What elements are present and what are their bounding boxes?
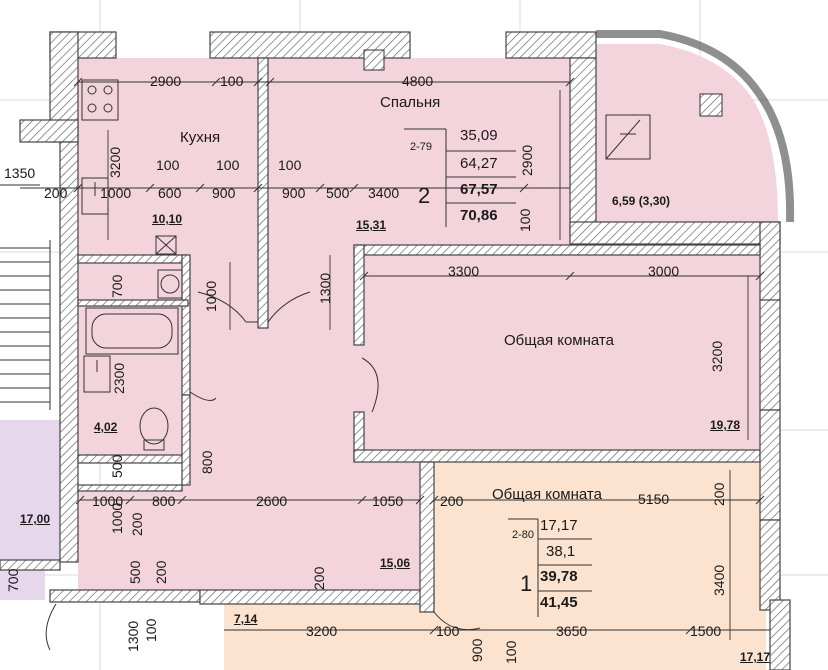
apartment2-fill: [78, 58, 760, 595]
dim-100-bottom2: 100: [436, 623, 460, 639]
dim-1350: 1350: [4, 165, 36, 181]
apartment1-fill: [434, 462, 766, 670]
dim-2900-top: 2900: [150, 73, 182, 89]
dim-500-a: 500: [326, 185, 350, 201]
apartment2-table-lines: [404, 128, 516, 227]
dim-1300-bottom: 1300: [125, 620, 141, 652]
apartment1-summary: 2-80 1 17,17 38,1 39,78 41,45: [508, 515, 640, 621]
dim-500-v: 500: [127, 560, 143, 584]
small-room-fill: [224, 604, 439, 670]
dim-3300: 3300: [448, 263, 480, 279]
washbasin-icon: [83, 355, 111, 393]
stair-area: 17,00: [20, 512, 51, 526]
dim-1300: 1300: [317, 272, 333, 304]
bedroom-name: Спальня: [380, 94, 441, 111]
apartment2-summary: 2-79 2 35,09 64,27 67,57 70,86: [404, 125, 536, 231]
dim-900-b: 900: [282, 185, 306, 201]
small-room-area: 7,14: [234, 612, 258, 626]
ventilation-icon: [155, 49, 723, 255]
dim-100-bottom3: 100: [503, 640, 519, 664]
living2-name: Общая комната: [504, 332, 614, 349]
dim-1050: 1050: [372, 493, 404, 509]
bathtub-icon: [85, 307, 179, 355]
balcony-unit-icon: [605, 114, 651, 160]
stove-icon: [81, 79, 119, 121]
dim-200-right: 200: [711, 482, 727, 506]
dim-200-bottom: 200: [311, 566, 327, 590]
dim-1000-hall: 1000: [92, 493, 124, 509]
living1-area: 17,17: [740, 650, 771, 664]
dim-100-d: 100: [278, 157, 302, 173]
apartment2-living-area: 35,09: [460, 127, 498, 144]
living1-name: Общая комната: [492, 486, 602, 503]
dim-100-c: 100: [216, 157, 240, 173]
dim-900-a: 900: [212, 185, 236, 201]
dim-3200-bottom: 3200: [306, 623, 338, 639]
dim-800-h: 800: [152, 493, 176, 509]
kitchen-name: Кухня: [180, 129, 221, 146]
dim-1000-door: 1000: [203, 280, 219, 312]
dim-700-bottom: 700: [5, 568, 21, 592]
apartment2-rooms: 2: [418, 183, 431, 208]
dim-2600: 2600: [256, 493, 288, 509]
apartment2-total-b: 67,57: [460, 181, 498, 198]
dimension-lines: [0, 81, 770, 640]
dim-200-v: 200: [129, 512, 145, 536]
dim-100-a: 100: [220, 73, 244, 89]
dim-4800: 4800: [402, 73, 434, 89]
dim-3650: 3650: [556, 623, 588, 639]
bathroom-area: 4,02: [94, 420, 118, 434]
dim-200-mid: 200: [440, 493, 464, 509]
living2-area: 19,78: [710, 418, 741, 432]
apartment2-total-full: 70,86: [460, 207, 498, 224]
dim-1000-v: 1000: [109, 502, 125, 534]
stair-room-fill: [0, 420, 60, 600]
dim-800-v: 800: [199, 450, 215, 474]
walls: [0, 31, 791, 670]
bedroom-area: 15,31: [356, 218, 387, 232]
hall-area: 15,06: [380, 556, 411, 570]
dim-900-bottom: 900: [469, 638, 485, 662]
dim-5150: 5150: [638, 491, 670, 507]
balcony-outline: [596, 30, 795, 223]
dim-700-bath: 700: [109, 274, 125, 298]
dim-200-left: 200: [44, 185, 68, 201]
dim-2300: 2300: [111, 362, 127, 394]
dim-200-v2: 200: [153, 560, 169, 584]
dim-3200-kitchen: 3200: [107, 146, 123, 178]
stairs: [0, 240, 51, 410]
apartment1-rooms: 1: [520, 571, 533, 596]
apartment1-table-lines: [508, 518, 592, 617]
apartment1-total-full: 41,45: [540, 594, 578, 611]
apartment1-code: 2-80: [512, 529, 535, 541]
dim-3400-bed: 3400: [368, 185, 400, 201]
dim-3400-right: 3400: [711, 564, 727, 596]
dim-1000-k: 1000: [100, 185, 132, 201]
apartment1-total-b: 39,78: [540, 568, 578, 585]
dim-1500: 1500: [690, 623, 722, 639]
balcony-fill: [596, 44, 778, 222]
apartment1-living-area: 17,17: [540, 517, 578, 534]
dim-100-bottom: 100: [143, 618, 159, 642]
kitchen-area: 10,10: [152, 212, 183, 226]
apartment2-total-area: 64,27: [460, 155, 498, 172]
balcony-area: 6,59 (3,30): [612, 194, 671, 208]
dim-3200-living: 3200: [709, 340, 725, 372]
dim-600: 600: [158, 185, 182, 201]
bathroom-fill: [78, 255, 188, 455]
dim-500-wc: 500: [109, 454, 125, 478]
washer-icon: [157, 269, 183, 299]
apartment2-code: 2-79: [410, 141, 433, 153]
door-swings: [45, 291, 481, 651]
room-fills: [0, 44, 778, 670]
apartment1-total-area: 38,1: [546, 543, 576, 560]
dim-3000: 3000: [648, 263, 680, 279]
dimension-ticks: [73, 77, 765, 635]
dim-100-b: 100: [156, 157, 180, 173]
toilet-icon: [139, 407, 169, 451]
